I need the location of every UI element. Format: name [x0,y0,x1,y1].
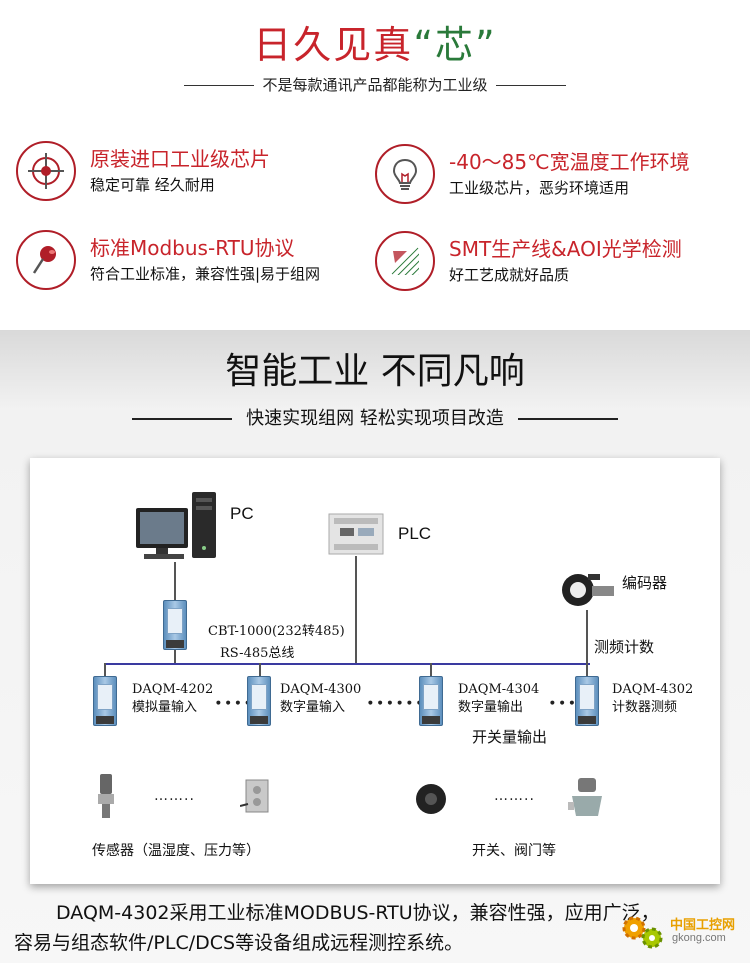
rs485-bus [104,663,590,665]
description-line: DAQM-4302采用工业标准MODBUS-RTU协议，兼容性强，应用广泛， [56,902,660,924]
pc-label: PC [230,504,254,523]
feature-desc: 符合工业标准，兼容性强|易于组网 [90,265,321,283]
daqm-4304-module [416,676,446,726]
pulse-valve-icon [568,778,602,816]
dots: ∙∙∙∙ [214,695,254,711]
plc-link [355,556,357,664]
sensor-caption: 传感器（温湿度、压力等） [92,843,260,859]
encoder-icon [562,574,614,606]
feature-smt: SMT生产线&AOI光学检测 好工艺成就好品质 [375,231,735,293]
module-function: 模拟量输入 [132,700,198,715]
pressure-sensor-icon [98,774,114,818]
gear-logo-icon [622,916,663,949]
module-link [104,663,106,677]
watermark-url: gkong.com [672,932,726,944]
divider-left [132,418,233,420]
module-function: 数字量输入 [280,700,346,715]
feature-desc: 工业级芯片，恶劣环境适用 [449,179,630,197]
daqm-4302-module [572,676,602,726]
module-model: DAQM-4304 [458,682,540,697]
converter-link [174,650,176,664]
hatched-board-icon [375,231,435,291]
plc-label: PLC [398,524,432,543]
feature-temperature: -40～85℃宽温度工作环境 工业级芯片，恶劣环境适用 [375,144,735,206]
dots: …….. [494,788,535,804]
dots: …….. [154,788,195,804]
module-function: 数字量输出 [458,700,524,715]
crosshair-chip-icon [16,141,76,201]
top-title-chip: “芯” [413,23,497,67]
divider-right [517,418,618,420]
module-link [586,663,588,677]
bottom-subtitle: 快速实现组网 轻松实现项目改造 [0,404,750,430]
top-section: 日久见真“芯” 不是每款通讯产品都能称为工业级 原装进口工业级芯片 稳定可靠 经… [0,0,750,330]
load-cell-icon [240,779,269,813]
valve-icon [416,784,446,814]
freq-count-label: 测频计数 [594,639,655,656]
network-diagram: PC PLC 编码器 测频计数 CBT-1000(232转485) RS [30,458,720,884]
module-function: 计数器测频 [612,700,678,715]
divider-left [184,85,255,86]
feature-chip: 原装进口工业级芯片 稳定可靠 经久耐用 [16,141,376,203]
watermark-name: 中国工控网 [670,917,736,932]
module-model: DAQM-4302 [612,682,694,697]
feature-modbus: 标准Modbus-RTU协议 符合工业标准，兼容性强|易于组网 [16,230,376,292]
module-model: DAQM-4300 [280,682,362,697]
module-model: DAQM-4202 [132,682,214,697]
watermark: 中国工控网 gkong.com [614,908,750,958]
module-link [430,663,432,677]
converter-label: CBT-1000(232转485) [208,624,345,639]
feature-title: 标准Modbus-RTU协议 [90,236,295,260]
feature-desc: 好工艺成就好品质 [449,266,570,284]
top-subtitle: 不是每款通讯产品都能称为工业级 [0,74,750,95]
pc-icon [136,492,216,559]
switch-output-label: 开关量输出 [472,729,548,746]
bottom-subtitle-text: 快速实现组网 轻松实现项目改造 [246,408,504,429]
feature-title: SMT生产线&AOI光学检测 [449,237,682,261]
bottom-title: 智能工业 不同凡响 [225,351,525,392]
feature-title: 原装进口工业级芯片 [90,147,270,171]
feature-desc: 稳定可靠 经久耐用 [90,176,215,194]
daqm-4202-module [90,676,120,726]
converter-module [160,600,190,650]
top-title: 日久见真“芯” [0,14,750,69]
lightbulb-icon [375,144,435,204]
encoder-label: 编码器 [622,575,668,592]
top-subtitle-text: 不是每款通讯产品都能称为工业级 [262,76,488,94]
description-line: 容易与组态软件/PLC/DCS等设备组成远程测控系统。 [14,932,464,954]
pc-link [174,562,176,604]
top-title-main: 日久见真 [253,23,414,67]
divider-right [495,85,566,86]
valve-caption: 开关、阀门等 [472,843,556,859]
bottom-section: 智能工业 不同凡响 快速实现组网 轻松实现项目改造 PC PLC [0,330,750,963]
description: DAQM-4302采用工业标准MODBUS-RTU协议，兼容性强，应用广泛， 容… [14,898,744,958]
bus-label: RS-485总线 [220,646,295,661]
plc-icon [328,513,384,555]
module-link [259,663,261,677]
encoder-link [586,610,588,668]
feature-title: -40～85℃宽温度工作环境 [449,150,690,174]
pushpin-icon [16,230,76,290]
daqm-4300-module [244,676,274,726]
